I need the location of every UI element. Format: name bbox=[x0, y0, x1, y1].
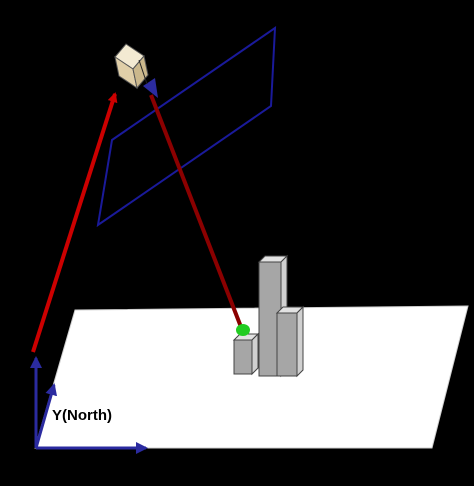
y-axis-label: Y(North) bbox=[52, 407, 112, 424]
camera-position-vector bbox=[31, 92, 118, 353]
view-ray bbox=[149, 94, 243, 328]
left-building bbox=[232, 332, 260, 376]
image-plane bbox=[96, 26, 277, 228]
y-axis-north bbox=[34, 383, 58, 449]
view-ray-arrowhead bbox=[143, 78, 158, 98]
camera-icon bbox=[114, 43, 149, 90]
ground-plane bbox=[34, 305, 469, 449]
right-building bbox=[275, 305, 305, 378]
target-point bbox=[236, 324, 250, 336]
